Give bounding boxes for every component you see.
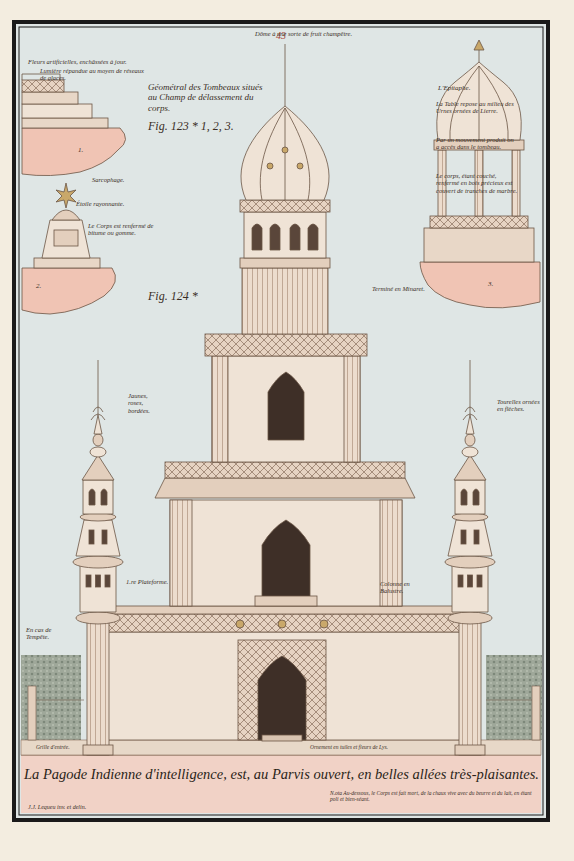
- pagoda-building: [96, 44, 474, 741]
- annotation-label: L'Epitaphe.: [438, 84, 498, 92]
- title: La Pagode Indienne d'intelligence, est, …: [24, 766, 538, 783]
- annotation-label: Sarcophage.: [92, 176, 152, 183]
- annotation-label: En cas de Tempête.: [26, 626, 70, 641]
- annotation-label: Dôme à une sorte de fruit champêtre.: [255, 30, 365, 37]
- annotation-label: 2.: [36, 282, 56, 290]
- annotation-label: Fleurs artificielles, enchâssées à jour.: [28, 58, 138, 65]
- annotation-label: Tourelles ornées en flèches.: [497, 398, 541, 413]
- annotation-label: N.ota Au-dessous, le Corps est fait mort…: [330, 790, 535, 803]
- annotation-label: Le Corps est renfermé de bitume ou gomme…: [88, 222, 158, 237]
- inset-pavilion: [420, 40, 540, 308]
- inset-sarcophagus: [22, 74, 126, 176]
- annotation-label: Terminé en Minaret.: [372, 285, 442, 292]
- annotation-label: 1.re Plateforme.: [126, 578, 170, 585]
- annotation-label: Fig. 124 *: [148, 290, 228, 304]
- annotation-label: Colonne en Balustre.: [380, 580, 426, 595]
- annotation-label: Ornement en tuiles et fleurs de Lys.: [310, 744, 430, 750]
- annotation-label: J.J. Lequeu inv. et delin.: [28, 804, 148, 811]
- annotation-label: Étoile rayonnante.: [76, 200, 146, 207]
- annotation-label: Jaunes, roses, bordées.: [128, 392, 164, 414]
- annotation-label: 3.: [488, 280, 508, 288]
- annotation-label: Fig. 123 * 1, 2, 3.: [148, 120, 258, 134]
- annotation-label: 1.: [78, 146, 98, 154]
- annotation-label: Par un mouvement produit on a accès dans…: [436, 136, 516, 151]
- annotation-label: Géométral des Tombeaux situés au Champ d…: [148, 82, 268, 113]
- annotation-label: Grille d'entrée.: [36, 744, 96, 750]
- annotation-label: La Table repose au milieu des Urnes orné…: [436, 100, 516, 115]
- annotation-label: Le corps, étant couché, renfermé en bois…: [436, 172, 520, 194]
- annotation-label: Lumière répandue au moyen de réseaux de …: [40, 67, 150, 82]
